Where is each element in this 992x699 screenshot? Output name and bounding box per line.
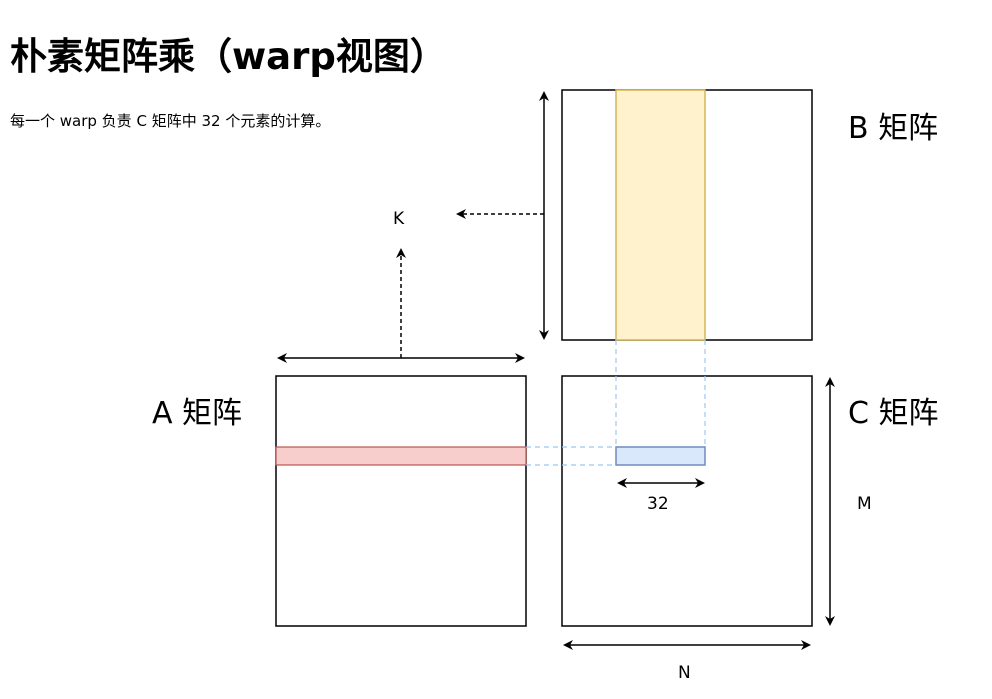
k-label: K: [393, 209, 405, 229]
n-label: N: [678, 663, 691, 683]
description-text: 每一个 warp 负责 C 矩阵中 32 个元素的计算。: [10, 112, 331, 130]
matrix-c-label: C 矩阵: [848, 396, 938, 431]
matrix-c-box: [561, 375, 813, 627]
warp-width-label: 32: [647, 494, 669, 514]
matrix-b-label: B 矩阵: [848, 111, 938, 146]
page-title: 朴素矩阵乘（warp视图）: [10, 35, 447, 78]
matrix-b-column-highlight: [615, 89, 706, 341]
guide-lines: [526, 340, 706, 466]
matrix-c-warp-tile: [615, 446, 706, 466]
matrix-a-label: A 矩阵: [152, 396, 242, 431]
m-label: M: [857, 494, 872, 514]
matrix-a-row-highlight: [275, 446, 527, 466]
matrix-a-box: [275, 375, 527, 627]
